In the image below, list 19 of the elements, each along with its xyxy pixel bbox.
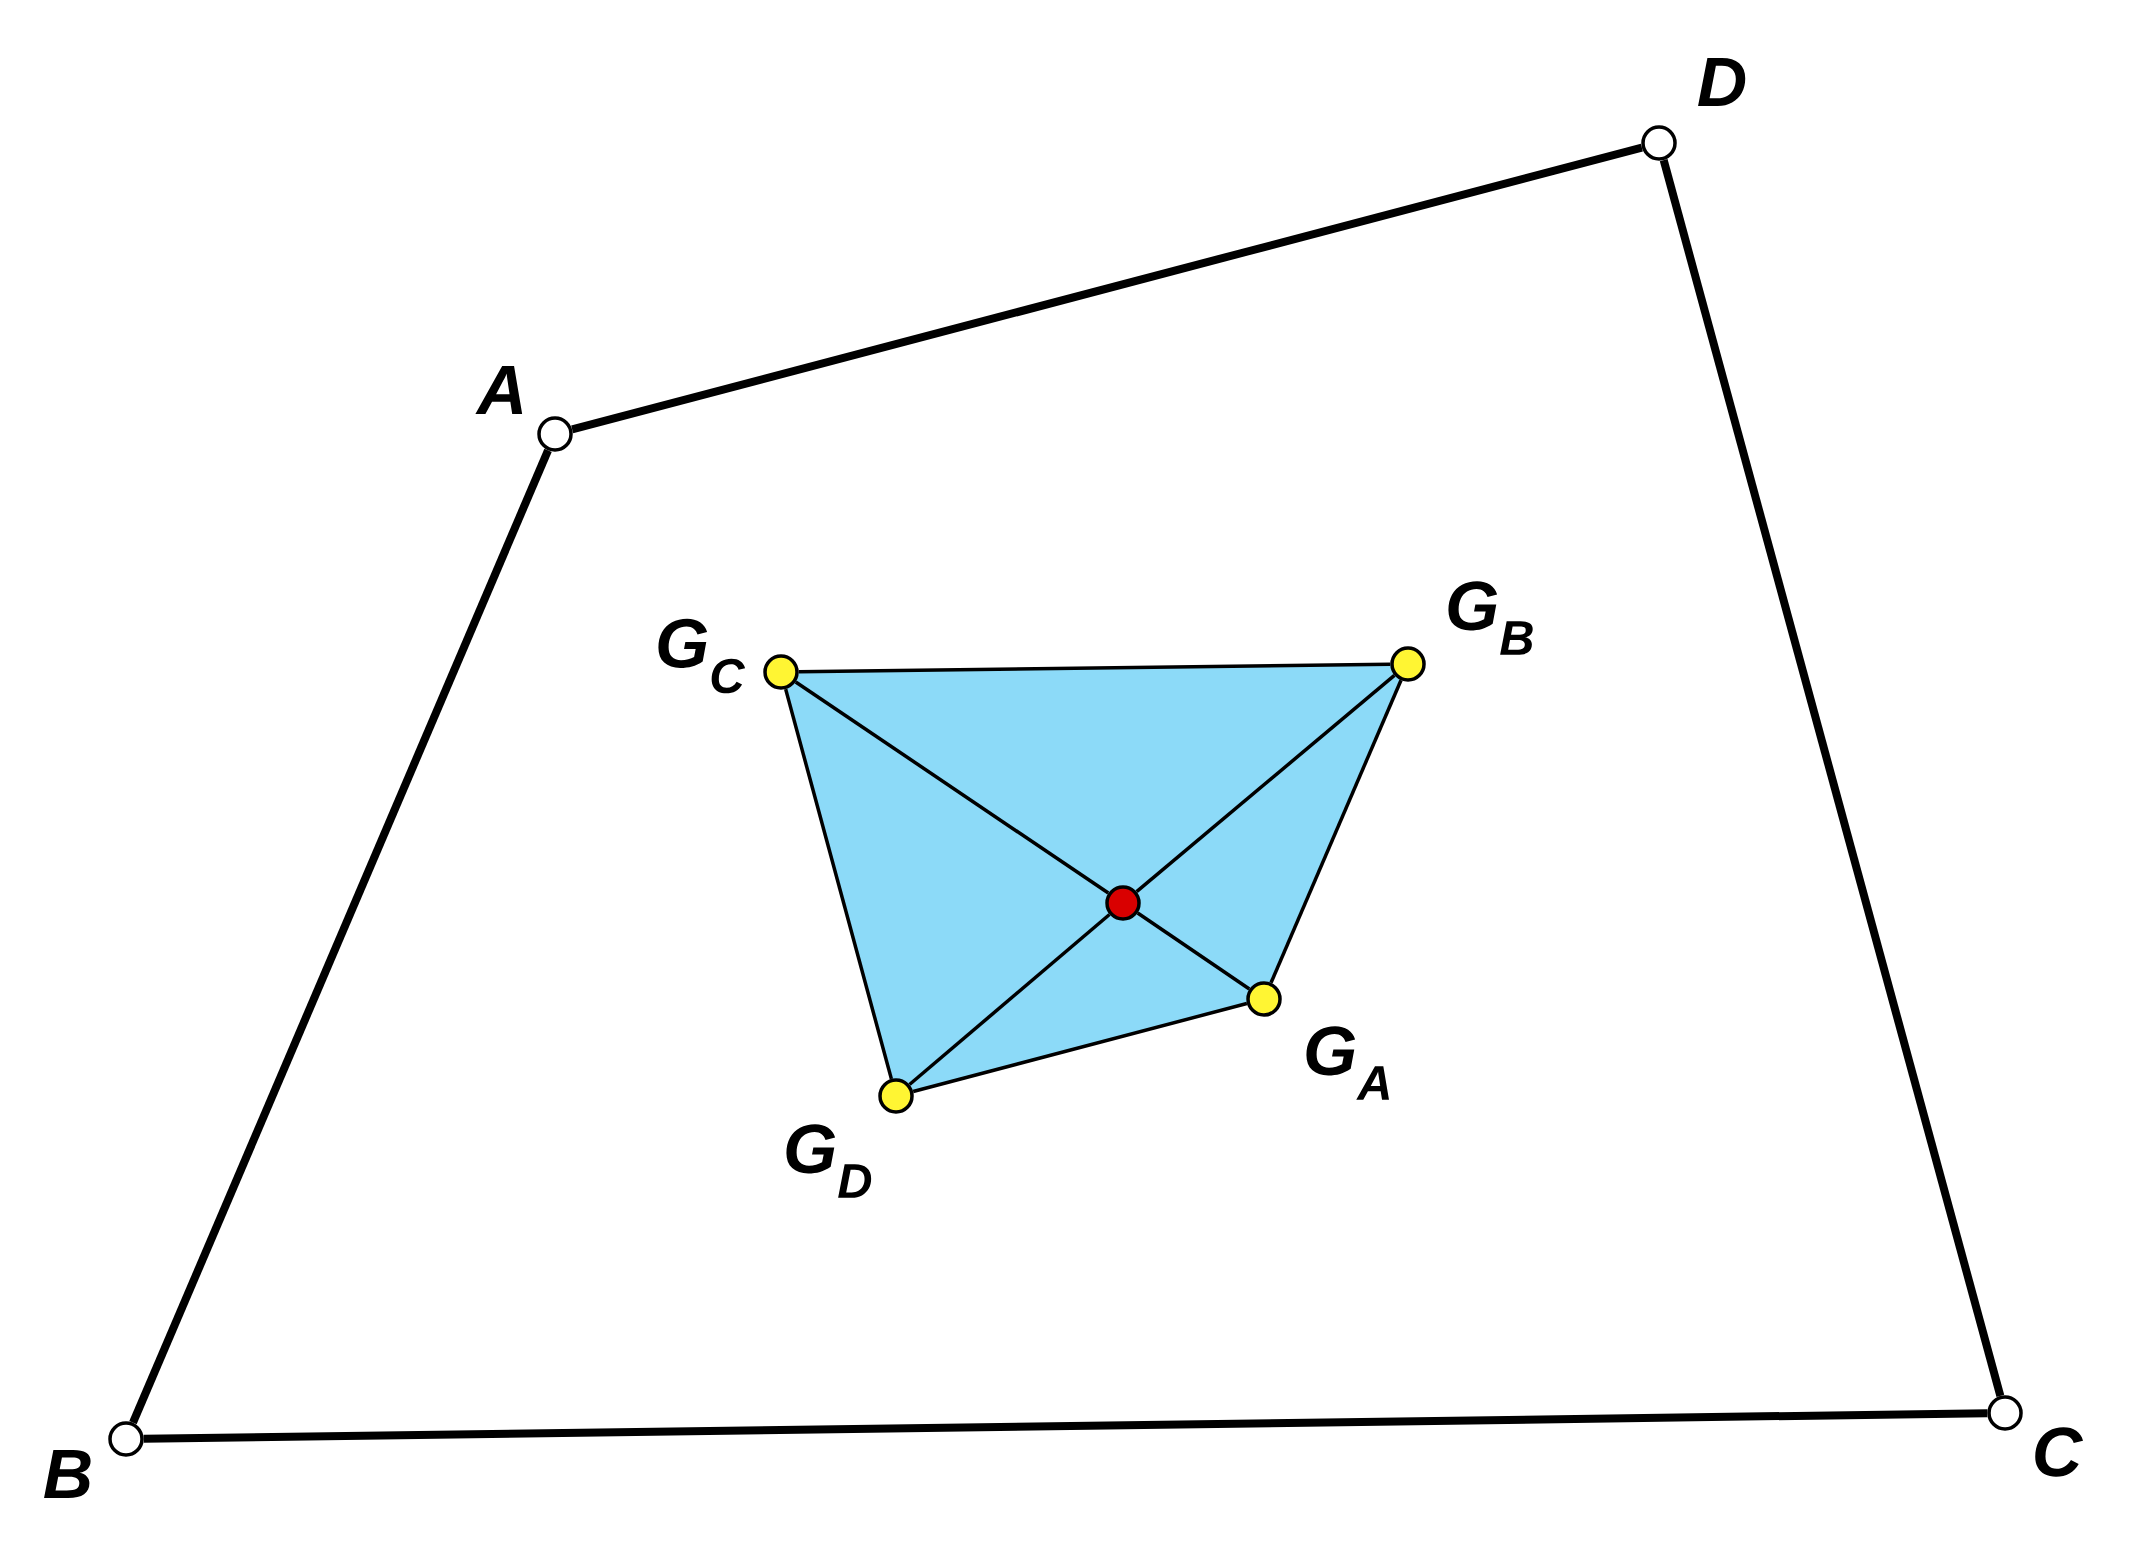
- point-label: D: [1698, 58, 1746, 106]
- line-segment: [912, 1001, 1248, 1094]
- point-label: G$_{C}$: [658, 618, 746, 694]
- line-segment: [1135, 674, 1396, 893]
- point-label: G$_{B}$: [1448, 581, 1533, 655]
- line-segment: [1136, 911, 1251, 991]
- point-label: G$_{D}$: [786, 1124, 872, 1198]
- line-segment: [1269, 679, 1403, 984]
- line-segment: [798, 662, 1391, 674]
- line-segment: [1659, 159, 2005, 1397]
- line-segment: [129, 448, 552, 1425]
- line-segment: [794, 680, 1110, 895]
- line-segment: [783, 688, 894, 1080]
- point-label: C: [2035, 1427, 2083, 1477]
- line-segment: [908, 913, 1111, 1086]
- point-label: A: [475, 366, 523, 414]
- line-segment: [571, 143, 1643, 434]
- point-label: B: [44, 1450, 91, 1498]
- point-label: G$_{A}$: [1306, 1026, 1389, 1100]
